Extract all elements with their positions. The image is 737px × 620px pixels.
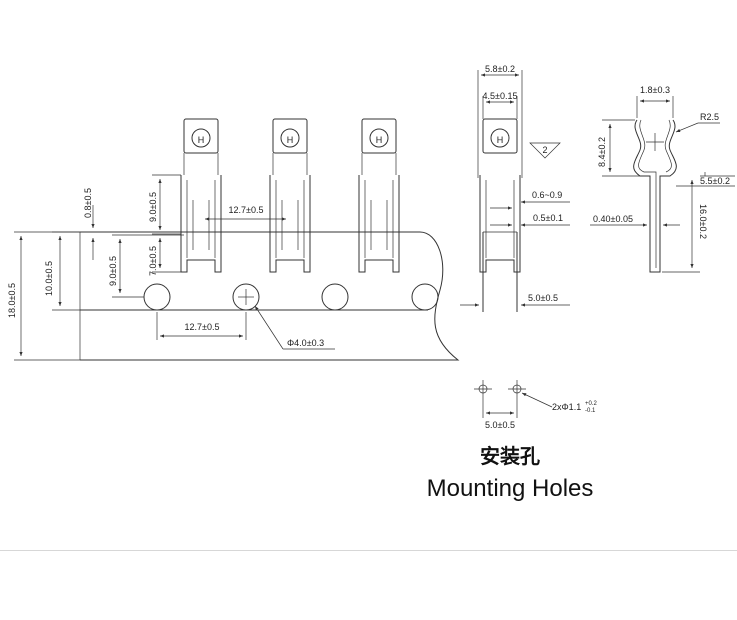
caption-chinese: 安装孔 bbox=[480, 444, 540, 468]
svg-text:0.6~0.9: 0.6~0.9 bbox=[532, 190, 562, 200]
dim-notch: 0.8±0.5 bbox=[83, 188, 95, 260]
dim-width-outer: 5.8±0.2 bbox=[477, 64, 523, 178]
side-view: H 5.8±0.2 4.5±0.15 2 0.6~0. bbox=[460, 64, 570, 312]
svg-text:9.0±0.5: 9.0±0.5 bbox=[148, 192, 158, 222]
dim-thickness: 0.5±0.1 bbox=[490, 213, 570, 227]
section-view: 1.8±0.3 R2.5 8.4±0.2 5.5±0.2 0.40±0.05 bbox=[590, 85, 735, 273]
dim-hole-slot: 9.0±0.5 bbox=[108, 234, 184, 298]
divider bbox=[0, 550, 737, 551]
svg-text:16.0±0.2: 16.0±0.2 bbox=[698, 204, 708, 239]
dim-bottom: 5.0±0.5 bbox=[460, 293, 570, 307]
svg-text:1.8±0.3: 1.8±0.3 bbox=[640, 85, 670, 95]
dim-hole-dia: Φ4.0±0.3 bbox=[254, 305, 335, 350]
dim-clip-height-side: 8.4±0.2 bbox=[597, 119, 640, 177]
svg-text:0.40±0.05: 0.40±0.05 bbox=[593, 214, 633, 224]
front-view: H H H bbox=[7, 118, 460, 361]
carrier-strip bbox=[80, 231, 460, 361]
dim-pitch-top: 12.7±0.5 bbox=[205, 205, 286, 221]
svg-text:5.0±0.5: 5.0±0.5 bbox=[485, 420, 515, 430]
svg-text:12.7±0.5: 12.7±0.5 bbox=[185, 322, 220, 332]
svg-text:-0.1: -0.1 bbox=[585, 408, 596, 414]
svg-text:0.5±0.1: 0.5±0.1 bbox=[533, 213, 563, 223]
terminal: H bbox=[269, 118, 311, 273]
terminal: H bbox=[180, 118, 222, 273]
dim-clip-height: 9.0±0.5 bbox=[148, 174, 181, 235]
dim-strip: 10.0±0.5 bbox=[44, 231, 80, 311]
dim-lower: 7.0±0.5 bbox=[148, 238, 181, 276]
svg-text:0.8±0.5: 0.8±0.5 bbox=[83, 188, 93, 218]
svg-text:8.4±0.2: 8.4±0.2 bbox=[597, 137, 607, 167]
svg-text:5.5±0.2: 5.5±0.2 bbox=[700, 176, 730, 186]
dim-pitch-bottom: 12.7±0.5 bbox=[156, 312, 247, 340]
dim-total: 16.0±0.2 bbox=[662, 180, 708, 273]
svg-text:10.0±0.5: 10.0±0.5 bbox=[44, 261, 54, 296]
svg-text:+0.2: +0.2 bbox=[585, 401, 598, 407]
caption-english: Mounting Holes bbox=[426, 475, 594, 502]
dim-range: 0.6~0.9 bbox=[490, 190, 570, 210]
svg-text:5.0±0.5: 5.0±0.5 bbox=[528, 293, 558, 303]
svg-text:7.0±0.5: 7.0±0.5 bbox=[148, 246, 158, 276]
terminal-mark: H bbox=[497, 135, 504, 145]
svg-text:Φ4.0±0.3: Φ4.0±0.3 bbox=[287, 338, 324, 348]
mounting-holes: 5.0±0.5 2xΦ1.1 +0.2 -0.1 bbox=[474, 380, 598, 430]
terminal-mark: H bbox=[287, 135, 294, 145]
svg-text:2xΦ1.1: 2xΦ1.1 bbox=[552, 402, 581, 412]
svg-text:5.8±0.2: 5.8±0.2 bbox=[485, 64, 515, 74]
dim-pin: 0.40±0.05 bbox=[590, 214, 680, 227]
terminal-mark: H bbox=[376, 135, 383, 145]
dim-offset: 5.5±0.2 bbox=[676, 172, 735, 187]
svg-text:4.5±0.15: 4.5±0.15 bbox=[483, 91, 518, 101]
dim-width-inner: 4.5±0.15 bbox=[483, 91, 518, 119]
svg-text:R2.5: R2.5 bbox=[700, 112, 719, 122]
svg-text:18.0±0.5: 18.0±0.5 bbox=[7, 283, 17, 318]
roughness-mark: 2 bbox=[529, 142, 561, 159]
svg-text:2: 2 bbox=[542, 145, 547, 155]
svg-text:12.7±0.5: 12.7±0.5 bbox=[229, 205, 264, 215]
pilot-holes bbox=[143, 283, 439, 311]
dim-gap: 1.8±0.3 bbox=[636, 85, 674, 118]
terminal-mark: H bbox=[198, 135, 205, 145]
dim-radius: R2.5 bbox=[675, 112, 720, 133]
svg-text:9.0±0.5: 9.0±0.5 bbox=[108, 256, 118, 286]
terminal: H bbox=[358, 118, 400, 273]
